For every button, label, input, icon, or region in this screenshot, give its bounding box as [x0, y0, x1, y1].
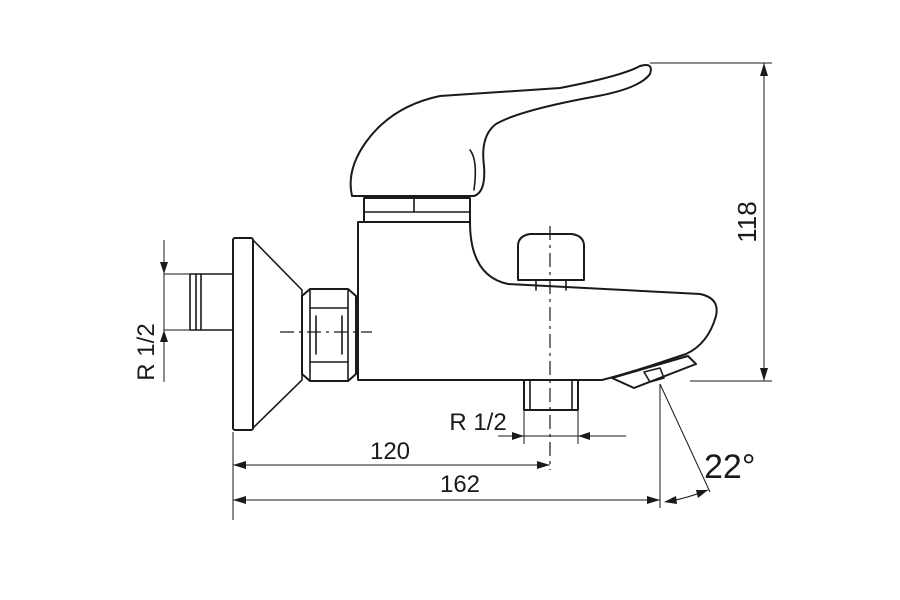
diverter-knob — [517, 233, 585, 291]
dimension-162-label: 162 — [440, 471, 480, 498]
mixer-body — [357, 197, 718, 381]
dimension-angle: 22° — [659, 383, 755, 504]
dimension-120-label: 120 — [370, 438, 410, 465]
aerator — [611, 355, 697, 389]
dimension-outlet-thread: R 1/2 — [449, 409, 626, 444]
dimension-118: 118 — [650, 62, 772, 382]
wall-flange — [232, 237, 303, 431]
lever-handle — [349, 64, 652, 197]
inlet-pipe — [189, 273, 234, 331]
hex-nut — [301, 288, 357, 382]
dimension-162: 162 — [233, 384, 661, 508]
dimension-120: 120 — [232, 432, 550, 520]
outlet-pipe — [523, 379, 579, 411]
outlet-thread-label: R 1/2 — [449, 409, 506, 436]
spout-angle-label: 22° — [704, 448, 755, 486]
dimension-118-label: 118 — [732, 201, 762, 242]
dimension-inlet-thread: R 1/2 — [133, 240, 192, 382]
center-lines — [280, 226, 551, 470]
inlet-thread-label: R 1/2 — [133, 323, 160, 380]
